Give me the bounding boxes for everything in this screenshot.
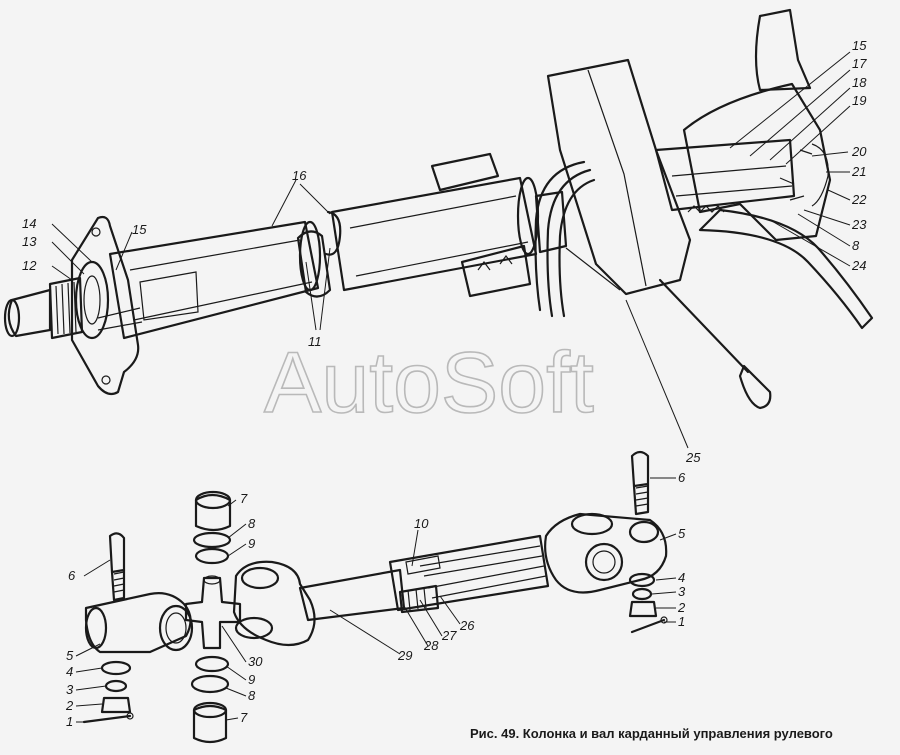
seal-ring-top	[194, 547, 230, 565]
label-22: 22	[851, 192, 867, 207]
label-5-right: 5	[678, 526, 686, 541]
figure-caption: Рис. 49. Колонка и вал карданный управле…	[470, 726, 833, 741]
steering-wheel-rim	[698, 208, 874, 330]
needle-bearing-cup-bottom	[192, 704, 228, 744]
column-tube-middle	[330, 176, 538, 292]
yoke-bolt-left	[108, 532, 126, 574]
spider-cross	[184, 576, 242, 650]
label-16: 16	[292, 168, 307, 183]
splined-sleeve	[388, 534, 550, 612]
label-1-left: 1	[66, 714, 73, 729]
yoke-right	[544, 512, 668, 594]
label-15-top: 15	[852, 38, 867, 53]
label-30: 30	[248, 654, 263, 669]
label-1-right: 1	[678, 614, 685, 629]
yoke-bolt-right	[630, 450, 650, 488]
universal-joint-cross	[184, 490, 242, 744]
needle-bearing-cup-top	[194, 493, 232, 532]
column-tube-upper	[534, 190, 568, 254]
label-19: 19	[852, 93, 866, 108]
watermark: AutoSoft	[264, 335, 594, 431]
label-24: 24	[851, 258, 866, 273]
steering-shaft-upper	[654, 138, 796, 212]
snap-ring-top	[192, 531, 232, 549]
label-15-left: 15	[132, 222, 147, 237]
washer-4-left	[100, 660, 132, 676]
washer-3-right	[631, 587, 653, 601]
label-23: 23	[851, 217, 867, 232]
cardan-shaft	[232, 534, 550, 647]
steering-wheel-spoke	[754, 8, 812, 92]
label-2-right: 2	[677, 600, 686, 615]
label-10: 10	[414, 516, 429, 531]
label-12: 12	[22, 258, 37, 273]
label-17: 17	[852, 56, 867, 71]
label-6-right: 6	[678, 470, 686, 485]
label-7-top: 7	[240, 491, 248, 506]
label-3-left: 3	[66, 682, 74, 697]
upper-bracket	[430, 152, 500, 192]
label-7-bottom: 7	[240, 710, 248, 725]
label-6-left: 6	[68, 568, 76, 583]
label-21: 21	[851, 164, 866, 179]
label-28: 28	[423, 638, 439, 653]
right-yoke-parts	[544, 450, 668, 634]
column-mounting-flange	[70, 215, 140, 396]
left-yoke-parts	[82, 532, 194, 724]
lower-part-labels: 6 5 4 3 2 1 10 7 8 9 30 9 8 7 29 28 27 2…	[65, 470, 686, 729]
label-8-top: 8	[852, 238, 860, 253]
horn-wire-3	[558, 178, 596, 318]
label-25: 25	[685, 450, 701, 465]
washer-4-right	[628, 572, 656, 588]
label-18: 18	[852, 75, 867, 90]
label-11: 11	[308, 334, 322, 349]
shaft-fork-left	[232, 560, 316, 647]
yoke-left	[84, 592, 192, 654]
label-9-top: 9	[248, 536, 255, 551]
adjusting-nut	[48, 276, 84, 340]
snap-ring-bottom	[190, 674, 230, 694]
upper-part-labels: 15 17 18 19 20 21 22 23 8 24 16 14 13 15…	[22, 38, 867, 465]
upper-leader-lines	[51, 51, 851, 449]
steering-shaft-end	[7, 288, 52, 338]
label-13: 13	[22, 234, 37, 249]
horn-wire-2	[546, 168, 592, 318]
label-4-right: 4	[678, 570, 685, 585]
nut-2-right	[628, 600, 658, 618]
intermediate-shaft-assembly	[82, 450, 668, 744]
nut-2-left	[100, 696, 132, 714]
shaft-tube	[298, 568, 406, 622]
label-14: 14	[22, 216, 36, 231]
lower-bracket	[460, 244, 532, 298]
label-8-mid: 8	[248, 516, 256, 531]
label-29: 29	[397, 648, 412, 663]
column-tube-lower	[108, 220, 320, 340]
label-5-left: 5	[66, 648, 74, 663]
label-3-right: 3	[678, 584, 686, 599]
label-8-bottom: 8	[248, 688, 256, 703]
turn-signal-lever	[658, 278, 750, 374]
cotter-pin-right	[630, 618, 666, 634]
seal-ring-bottom	[194, 655, 230, 673]
switch-housing	[546, 58, 692, 296]
label-26: 26	[459, 618, 475, 633]
horn-wire-1	[534, 160, 586, 312]
lower-leader-lines	[75, 477, 677, 723]
steering-column-assembly	[3, 8, 874, 410]
label-9-bottom: 9	[248, 672, 255, 687]
label-27: 27	[441, 628, 457, 643]
cotter-pin-left	[82, 714, 132, 724]
label-4-left: 4	[66, 664, 73, 679]
label-20: 20	[851, 144, 867, 159]
washer-3-left	[104, 679, 128, 693]
label-2-left: 2	[65, 698, 74, 713]
